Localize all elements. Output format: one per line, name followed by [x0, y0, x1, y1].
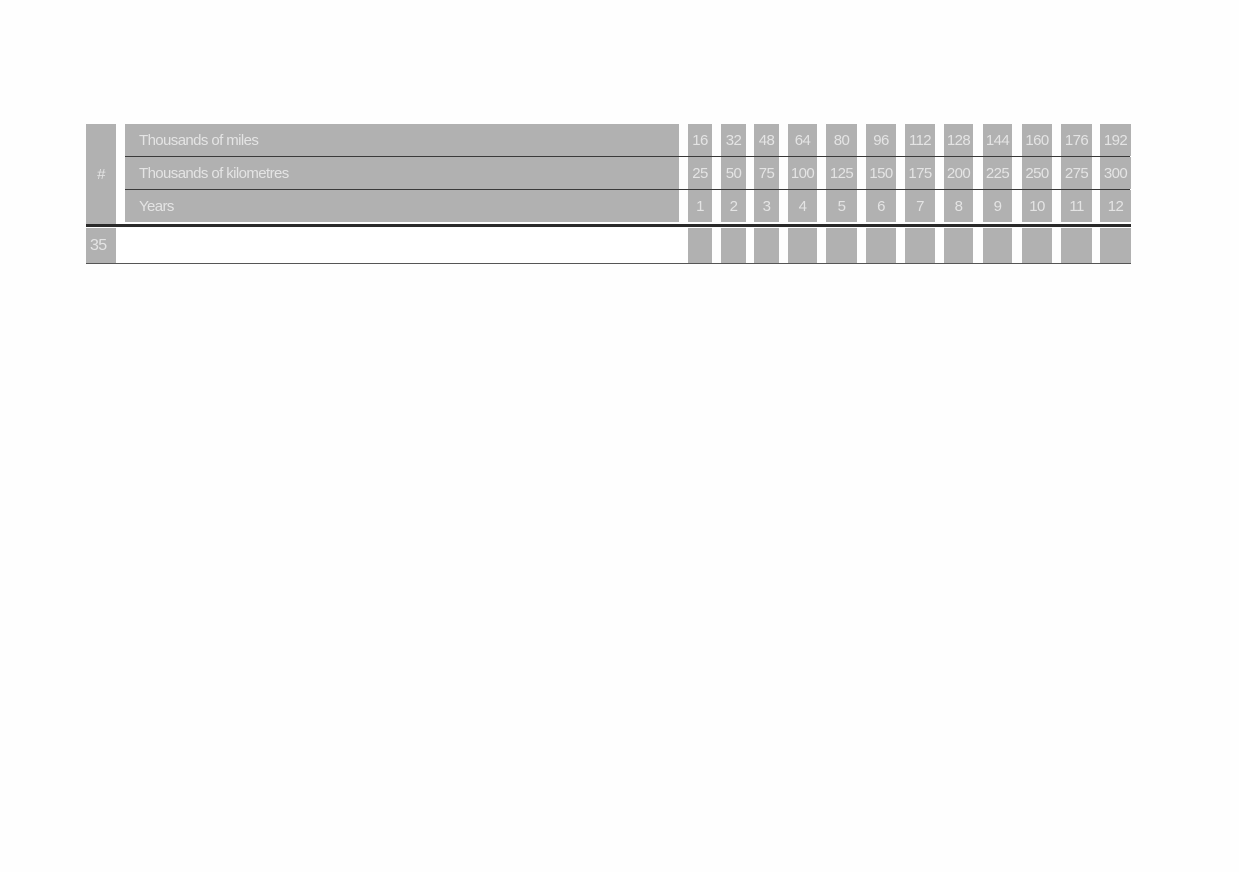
header-value-cell: 48 [754, 124, 779, 156]
entry-check-cell[interactable] [788, 228, 817, 263]
header-value-cell: 75 [754, 157, 779, 189]
hash-header-cell: # [86, 124, 116, 224]
header-value-cell: 7 [905, 190, 935, 222]
header-value-cell: 250 [1022, 157, 1052, 189]
header-value-cell: 4 [788, 190, 817, 222]
entry-check-cell[interactable] [721, 228, 746, 263]
header-value-cell: 128 [944, 124, 973, 156]
header-value-cell: 3 [754, 190, 779, 222]
header-value-cell: 175 [905, 157, 935, 189]
header-row-label: Years [125, 190, 679, 222]
header-value-cell: 16 [688, 124, 712, 156]
entry-check-cell[interactable] [754, 228, 779, 263]
entry-check-cell[interactable] [905, 228, 935, 263]
header-value-cell: 6 [866, 190, 896, 222]
header-value-cell: 50 [721, 157, 746, 189]
header-value-cell: 11 [1061, 190, 1092, 222]
header-value-cell: 10 [1022, 190, 1052, 222]
header-value-cell: 96 [866, 124, 896, 156]
header-value-cell: 12 [1100, 190, 1131, 222]
header-value-cell: 200 [944, 157, 973, 189]
header-value-cell: 125 [826, 157, 857, 189]
header-value-cell: 112 [905, 124, 935, 156]
header-row-label: Thousands of miles [125, 124, 679, 156]
header-value-cell: 192 [1100, 124, 1131, 156]
entry-check-cell[interactable] [866, 228, 896, 263]
header-value-cell: 2 [721, 190, 746, 222]
header-value-cell: 160 [1022, 124, 1052, 156]
header-value-cell: 1 [688, 190, 712, 222]
entry-check-cell[interactable] [688, 228, 712, 263]
header-value-cell: 100 [788, 157, 817, 189]
entry-check-cell[interactable] [1022, 228, 1052, 263]
header-value-cell: 176 [1061, 124, 1092, 156]
header-value-cell: 300 [1100, 157, 1131, 189]
row-divider [125, 189, 1130, 190]
entry-check-cell[interactable] [1100, 228, 1131, 263]
header-value-cell: 5 [826, 190, 857, 222]
header-bottom-rule [86, 224, 1131, 227]
entry-bottom-rule [86, 263, 1131, 264]
header-value-cell: 8 [944, 190, 973, 222]
header-value-cell: 225 [983, 157, 1012, 189]
header-value-cell: 9 [983, 190, 1012, 222]
header-value-cell: 144 [983, 124, 1012, 156]
entry-check-cell[interactable] [944, 228, 973, 263]
header-value-cell: 80 [826, 124, 857, 156]
header-row-label: Thousands of kilometres [125, 157, 679, 189]
entry-check-cell[interactable] [1061, 228, 1092, 263]
entry-check-cell[interactable] [983, 228, 1012, 263]
entry-number-cell: 35 [86, 228, 116, 263]
header-value-cell: 64 [788, 124, 817, 156]
entry-description-cell [116, 228, 688, 263]
header-value-cell: 150 [866, 157, 896, 189]
header-value-cell: 32 [721, 124, 746, 156]
entry-check-cell[interactable] [826, 228, 857, 263]
header-value-cell: 275 [1061, 157, 1092, 189]
row-divider [125, 156, 1130, 157]
header-value-cell: 25 [688, 157, 712, 189]
